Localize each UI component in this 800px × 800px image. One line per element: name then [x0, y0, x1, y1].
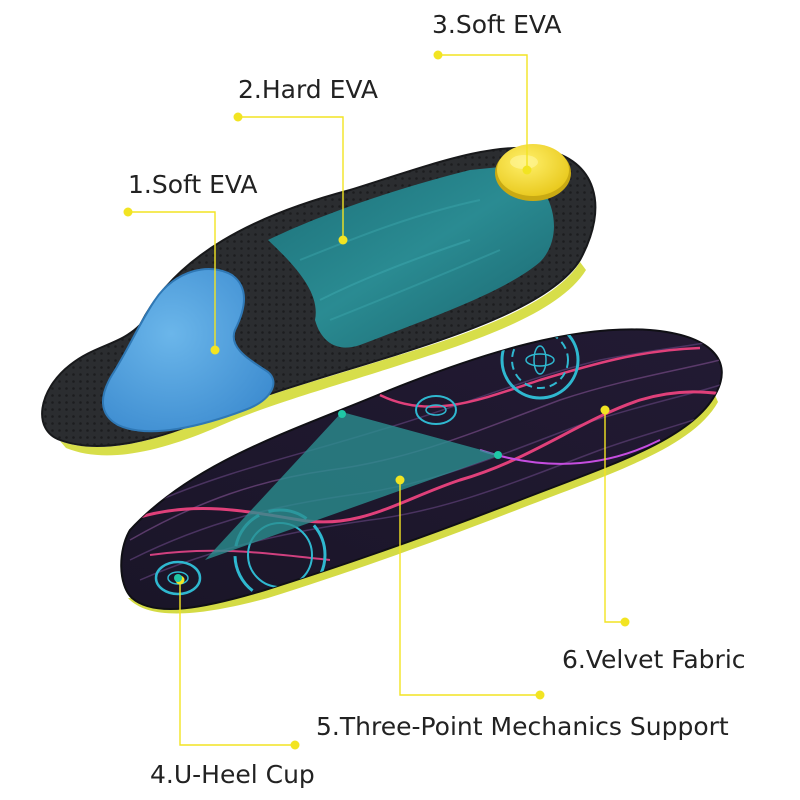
- leader-three-point-support: [399, 480, 540, 696]
- support-point-markers: [174, 410, 502, 582]
- label-velvet-fabric: 6.Velvet Fabric: [562, 645, 746, 674]
- support-point-dot: [494, 451, 502, 459]
- label-soft-eva-forefoot: 3.Soft EVA: [432, 10, 562, 39]
- marker-dot: [535, 690, 545, 700]
- support-point-dot: [174, 574, 182, 582]
- marker-dot: [522, 165, 532, 175]
- hard-eva-shell: [268, 165, 554, 348]
- leader-markers: [123, 50, 630, 750]
- leader-velvet-fabric: [604, 410, 625, 623]
- marker-dot: [210, 345, 220, 355]
- marker-dot: [338, 235, 348, 245]
- marker-dot: [123, 207, 133, 217]
- label-u-heel-cup: 4.U-Heel Cup: [150, 760, 315, 789]
- label-soft-eva-heel: 1.Soft EVA: [128, 170, 258, 199]
- leader-hard-eva: [238, 116, 344, 240]
- marker-dot: [290, 740, 300, 750]
- leader-lines: [128, 54, 625, 746]
- forefoot-circle-graphic: [500, 329, 580, 400]
- heel-cup-emblem-graphic: [154, 560, 202, 596]
- marker-dot: [600, 405, 610, 415]
- upper-insole: [41, 144, 597, 456]
- soft-eva-yellow-dome: [497, 144, 569, 196]
- support-point-dot: [338, 410, 346, 418]
- midfoot-emblem-graphic: [415, 395, 457, 425]
- leader-soft-eva-heel: [128, 211, 216, 350]
- marker-dot: [395, 475, 405, 485]
- marker-dot: [233, 112, 243, 122]
- marker-dot: [433, 50, 443, 60]
- soft-eva-heel-pad: [101, 267, 275, 433]
- leader-u-heel-cup: [179, 580, 295, 746]
- label-three-point-support: 5.Three-Point Mechanics Support: [316, 712, 729, 741]
- three-point-support-triangle: [205, 412, 500, 560]
- label-hard-eva: 2.Hard EVA: [238, 75, 379, 104]
- marker-dot: [620, 617, 630, 627]
- leader-soft-eva-forefoot: [438, 54, 528, 170]
